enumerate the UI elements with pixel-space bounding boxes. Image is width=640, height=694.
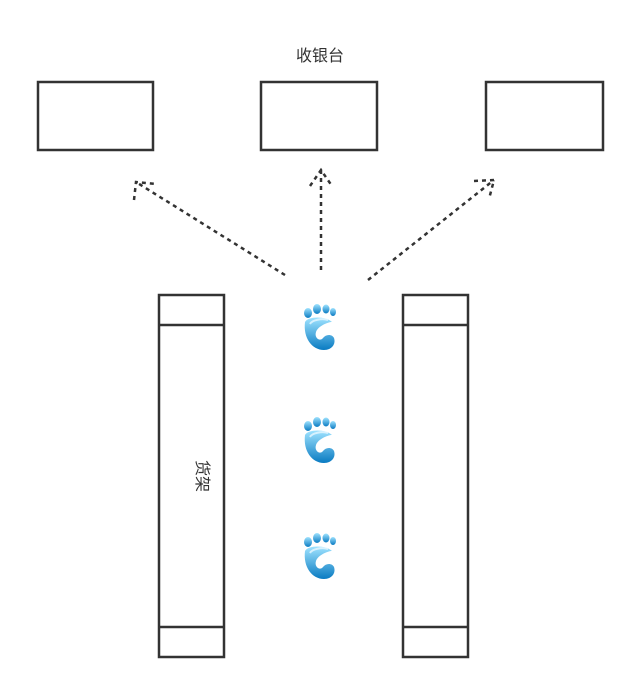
shelf-right <box>401 293 470 659</box>
checkout-label: 收银台 <box>296 46 344 65</box>
footprint-icon <box>303 532 337 580</box>
checkout-counter-right <box>484 80 605 152</box>
arrow-right <box>367 178 496 281</box>
footprint-icon <box>303 303 337 351</box>
checkout-counter-left <box>36 80 155 152</box>
shelf-left: 货架 <box>157 293 226 659</box>
arrow-left <box>132 180 286 277</box>
footprint-icon <box>303 416 337 464</box>
arrow-center <box>308 167 334 270</box>
checkout-counter-center <box>259 80 379 152</box>
shelf-label: 货架 <box>193 460 212 492</box>
